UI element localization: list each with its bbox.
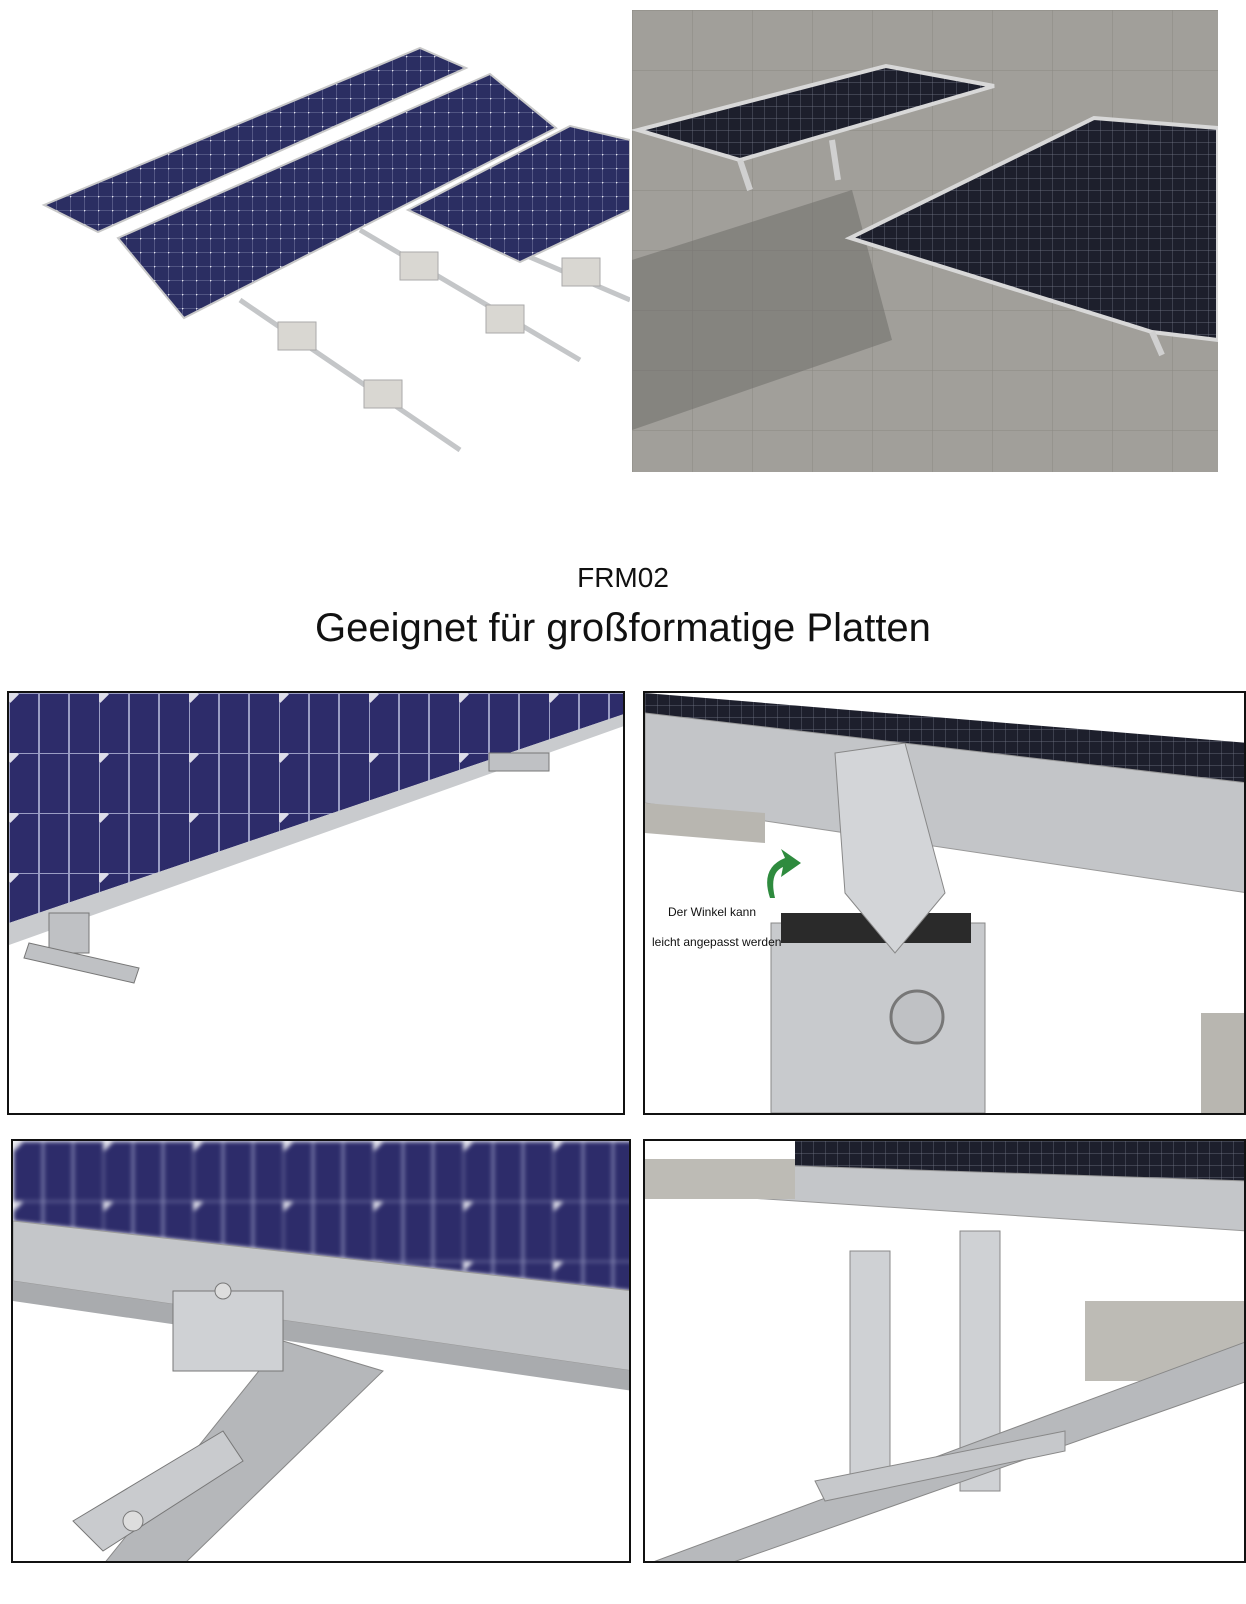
clamp-bracket (23, 752, 550, 984)
page-subtitle: Geeignet für großformatige Platten (315, 606, 931, 650)
ballast-blocks (277, 251, 601, 409)
detail-image-tilt-joint: Der Winkel kann leicht angepasst werden (643, 691, 1246, 1115)
annotation-line-2: leicht angepasst werden (652, 935, 782, 949)
detail-image-support-legs (643, 1139, 1246, 1563)
rotate-arrow-icon (767, 849, 801, 898)
product-render-overview (0, 0, 630, 480)
model-title: FRM02 (577, 562, 669, 593)
solar-panel-photo-2 (844, 115, 1218, 343)
detail-image-panel-edge (7, 691, 625, 1115)
solar-panel-3 (405, 124, 630, 264)
annotation-line-1: Der Winkel kann (668, 905, 757, 919)
solar-panel-1 (41, 46, 469, 234)
detail-image-clamp-closeup (11, 1139, 631, 1563)
product-photo-roof (632, 10, 1218, 472)
solar-panel-2 (116, 72, 558, 320)
solar-panel-photo-1 (632, 63, 995, 163)
